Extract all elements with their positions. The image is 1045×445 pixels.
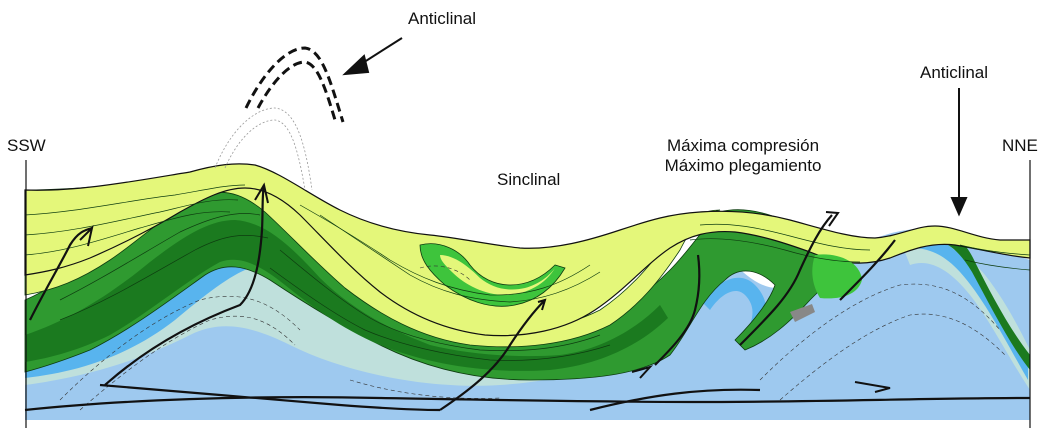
max-compression-text: Máxima compresión bbox=[666, 136, 820, 155]
fault-anticline bbox=[104, 184, 266, 386]
anticline-label-top: Anticlinal bbox=[408, 9, 477, 28]
syncline-core-light bbox=[440, 255, 555, 295]
faults bbox=[24, 184, 1031, 412]
detachment-base bbox=[24, 396, 1031, 412]
fault-compression-2 bbox=[739, 214, 833, 346]
syncline-label: Sinclinal bbox=[497, 170, 561, 189]
detachment-upper bbox=[99, 383, 441, 412]
nne-direction-label: NNE bbox=[1002, 136, 1038, 155]
fault-right bbox=[839, 239, 896, 301]
eroded-anticline-ghost bbox=[214, 107, 313, 191]
dark-green-inner-band bbox=[25, 220, 668, 371]
pointer-arrow-top bbox=[342, 37, 403, 76]
dark-green-right-band bbox=[935, 229, 1030, 370]
pointer-arrow-right bbox=[950, 88, 968, 217]
surface-yellow-green bbox=[24, 163, 1031, 337]
sky-blue-band-2 bbox=[700, 277, 767, 340]
bedding-lines bbox=[24, 184, 1031, 361]
projected-anticline bbox=[244, 46, 345, 123]
fault-compression-1 bbox=[654, 254, 701, 366]
basement-dashed-contours bbox=[59, 265, 1006, 411]
fault-arrowheads bbox=[79, 182, 891, 393]
right-bright-green-blob bbox=[812, 254, 862, 299]
max-folding-text: Máximo plegamiento bbox=[664, 156, 822, 175]
fault-left bbox=[29, 226, 93, 321]
thrust-right-base bbox=[589, 388, 761, 412]
compression-label: Máxima compresión Máximo plegamiento bbox=[648, 136, 838, 176]
fault-syncline bbox=[439, 299, 546, 411]
ssw-direction-label: SSW bbox=[7, 136, 46, 155]
anticline-label-right: Anticlinal bbox=[920, 63, 989, 82]
grey-marker-bed-right bbox=[790, 304, 815, 322]
